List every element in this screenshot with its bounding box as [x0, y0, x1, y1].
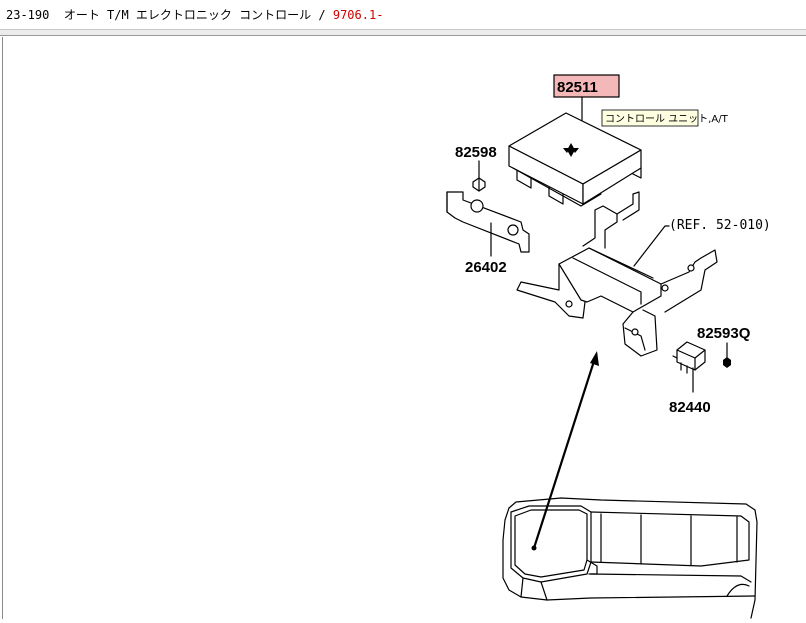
nut-drawing [723, 357, 731, 368]
callout-82440[interactable]: 82440 [669, 399, 711, 416]
page-date: 9706.1- [332, 8, 384, 22]
callout-highlight-box[interactable] [553, 74, 620, 98]
page-code: 23-190 [6, 8, 50, 22]
location-arrow [531, 351, 599, 551]
callout-ref-label[interactable]: (REF. 52-010) [669, 218, 771, 233]
bracket-26402-drawing [446, 191, 530, 253]
toolbar-divider [0, 30, 806, 36]
callout-82593q-label[interactable]: 82593Q [697, 325, 751, 342]
part-tooltip: コントロール ユニット,A/T [601, 109, 729, 127]
vehicle-location-drawing [502, 497, 758, 619]
tooltip-text: コントロール ユニット,A/T [605, 114, 729, 125]
page-title-text: オート T/M エレクトロニック コントロール / [63, 8, 326, 22]
callout-82511[interactable]: 82511 [553, 74, 620, 98]
callout-82440-label[interactable]: 82440 [669, 399, 711, 416]
parts-diagram: 82511 コントロール ユニット,A/T 82598 [446, 74, 771, 619]
page-title: 23-190 オート T/M エレクトロニック コントロール / 9706.1- [6, 6, 383, 23]
screw-drawing [472, 177, 486, 192]
control-unit-drawing [508, 112, 642, 207]
callout-ref[interactable]: (REF. 52-010) [669, 218, 771, 233]
relay-82440-drawing [672, 341, 706, 374]
diagram-viewport[interactable]: 82511 コントロール ユニット,A/T 82598 [2, 37, 806, 619]
callout-82593q[interactable]: 82593Q [697, 325, 751, 342]
callout-82511-label[interactable]: 82511 [557, 79, 598, 96]
reference-frame-drawing [516, 191, 718, 357]
callout-82598[interactable]: 82598 [455, 144, 497, 161]
leader-line-ref [633, 225, 670, 267]
callout-26402[interactable]: 26402 [465, 259, 507, 276]
title-bar: 23-190 オート T/M エレクトロニック コントロール / 9706.1- [0, 0, 806, 30]
tooltip-box [601, 109, 699, 127]
callout-26402-label[interactable]: 26402 [465, 259, 507, 276]
callout-82598-label[interactable]: 82598 [455, 144, 497, 161]
